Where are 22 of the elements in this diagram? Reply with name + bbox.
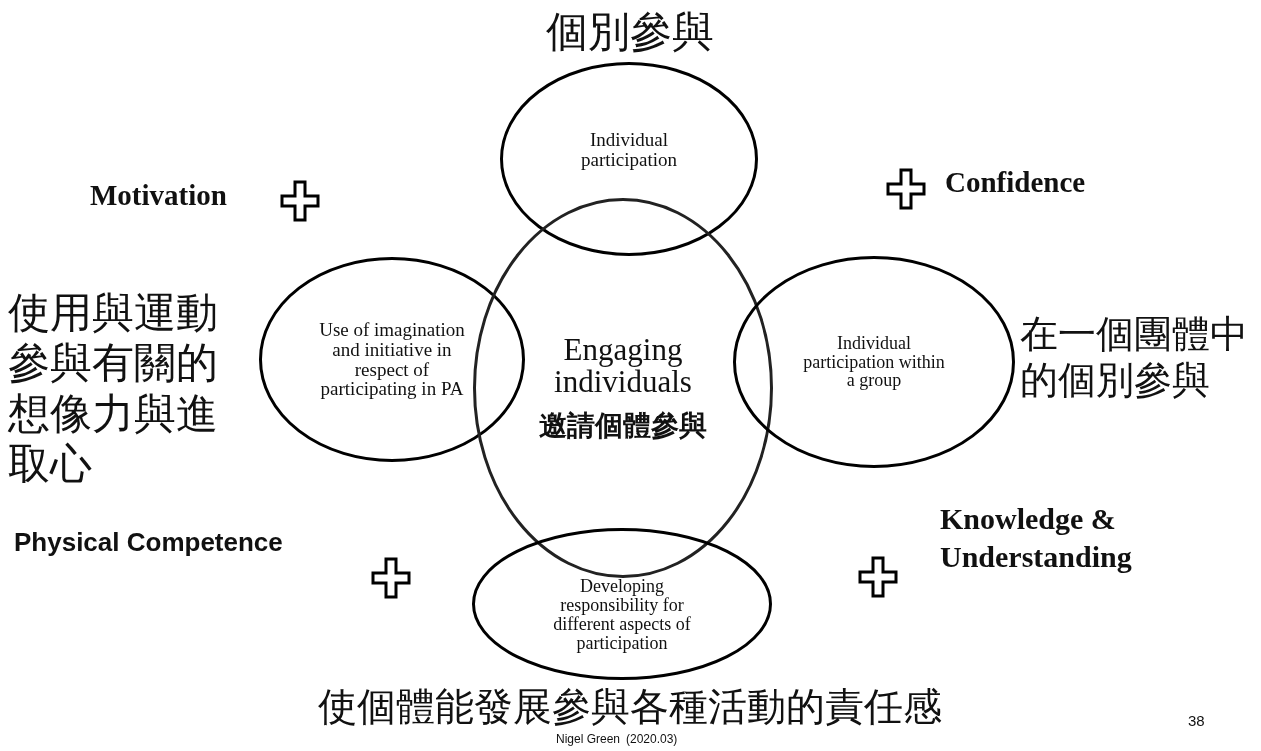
ellipse-text: Individual participation <box>580 130 678 170</box>
ellipse-text: Engaging individuals <box>553 333 693 399</box>
footer-note: (2020.03) <box>626 732 679 747</box>
dimension-label: Physical Competence <box>14 527 284 559</box>
dimension-label: Knowledge & Understanding <box>940 501 1133 575</box>
chinese-caption: 使用與運動參與有關的想像力與進取心 <box>8 288 219 490</box>
ellipse-node <box>473 198 773 578</box>
ellipse-subtext: 邀請個體參與 <box>538 408 708 443</box>
chinese-caption: 使個體能發展參與各種活動的責任感 <box>317 686 943 729</box>
dimension-label: Motivation <box>90 178 228 213</box>
ellipse-node <box>259 257 525 462</box>
ellipse-node <box>733 256 1015 468</box>
chinese-caption: 個別參與 <box>545 8 715 57</box>
chinese-caption: 在一個團體中的個別參與 <box>1020 312 1249 404</box>
ellipse-node <box>472 528 772 680</box>
page-number: 38 <box>1188 712 1206 730</box>
ellipse-text: Use of imagination and initiative in respect of participating in PA <box>318 319 466 400</box>
ellipse-text: Developing responsibility for different aspects of participation <box>552 577 692 653</box>
ellipse-text: Individual participation within a group <box>802 333 946 391</box>
footer-note: Nigel Green <box>554 732 620 747</box>
ellipse-node <box>500 62 758 256</box>
dimension-label: Confidence <box>945 165 1087 200</box>
